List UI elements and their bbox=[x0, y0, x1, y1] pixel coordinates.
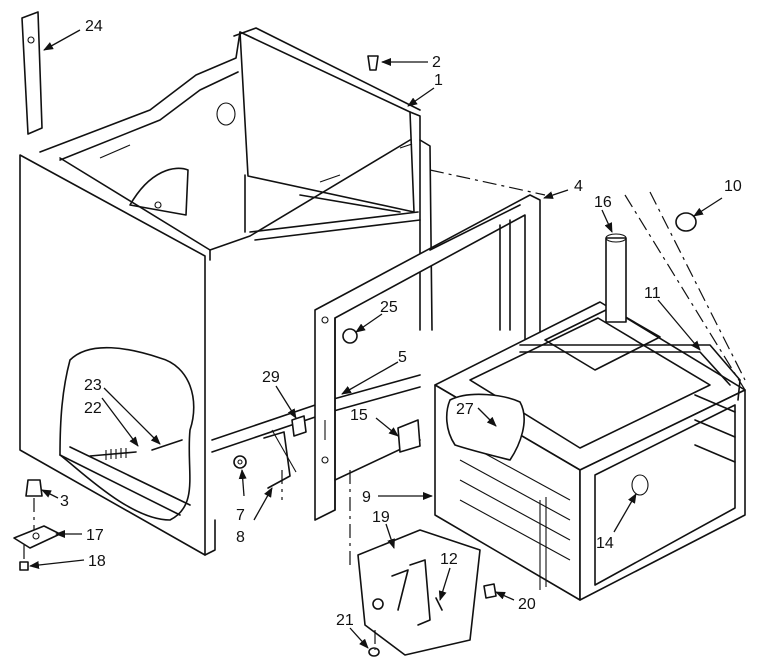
part-17-bracket bbox=[13, 525, 61, 549]
part-18-screw bbox=[19, 561, 29, 571]
callout-4: 4 bbox=[574, 178, 583, 195]
part-22-spring bbox=[89, 448, 137, 460]
part-25-grommet bbox=[342, 328, 358, 344]
callout-20: 20 bbox=[518, 596, 536, 613]
callout-11: 11 bbox=[644, 285, 661, 302]
callout-18: 18 bbox=[88, 553, 106, 570]
part-24-bracket bbox=[21, 11, 43, 135]
callout-15: 15 bbox=[350, 407, 368, 424]
part-29-spacer bbox=[291, 415, 307, 437]
callout-21: 21 bbox=[336, 612, 354, 629]
part-8-brace bbox=[263, 429, 297, 489]
part-16-tube bbox=[605, 233, 627, 323]
part-21-clip bbox=[368, 647, 380, 657]
oven-cavity bbox=[434, 301, 746, 601]
callout-7: 7 bbox=[236, 507, 245, 524]
callout-8: 8 bbox=[236, 529, 245, 546]
callout-22: 22 bbox=[84, 400, 102, 417]
callout-17: 17 bbox=[86, 527, 104, 544]
callout-16: 16 bbox=[594, 194, 612, 211]
callout-9: 9 bbox=[362, 489, 371, 506]
callout-25: 25 bbox=[380, 299, 398, 316]
part-2-screw bbox=[367, 55, 379, 71]
alignment-lines bbox=[23, 169, 746, 650]
part-23-rod bbox=[151, 439, 183, 451]
callout-19: 19 bbox=[372, 509, 390, 526]
callout-27: 27 bbox=[456, 401, 474, 418]
callout-3: 3 bbox=[60, 493, 69, 510]
cabinet-body bbox=[19, 27, 433, 556]
part-3-leveling-leg bbox=[25, 479, 43, 497]
part-10-cap bbox=[675, 212, 697, 232]
callout-1: 1 bbox=[434, 72, 443, 89]
callout-23: 23 bbox=[84, 377, 102, 394]
part-7-washer bbox=[233, 455, 247, 469]
callout-labels: 24 2 1 4 16 10 11 25 5 29 15 27 23 22 7 … bbox=[60, 18, 742, 629]
callout-5: 5 bbox=[398, 349, 407, 366]
detail-box-19 bbox=[357, 529, 481, 656]
callout-29: 29 bbox=[262, 369, 280, 386]
part-20-screw bbox=[483, 583, 497, 599]
callout-14: 14 bbox=[596, 535, 614, 552]
callout-2: 2 bbox=[432, 54, 441, 71]
part-15-bracket bbox=[397, 419, 421, 453]
leader-lines bbox=[29, 29, 723, 649]
callout-10: 10 bbox=[724, 178, 742, 195]
callout-12: 12 bbox=[440, 551, 458, 568]
callout-24: 24 bbox=[85, 18, 103, 35]
